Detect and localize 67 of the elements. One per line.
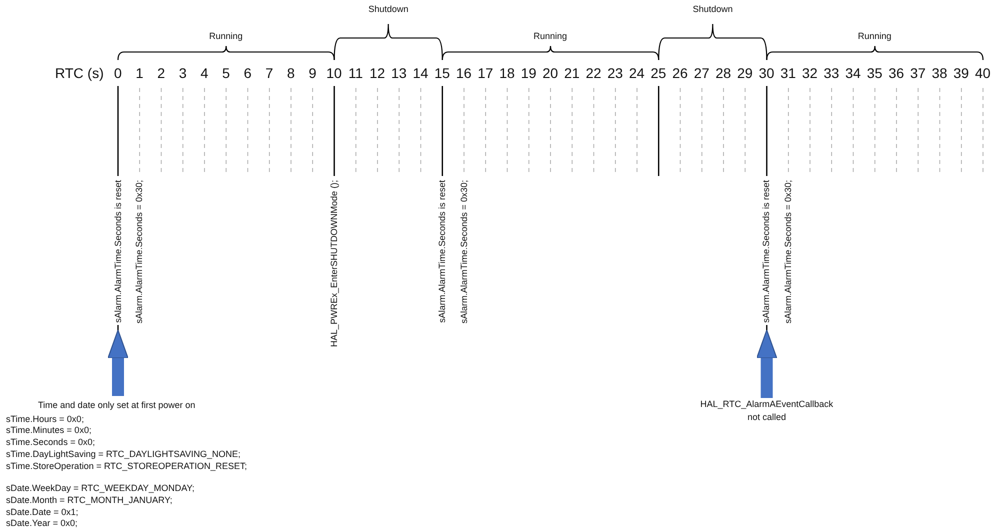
phase-label: Running — [858, 32, 892, 41]
tick-label: 24 — [629, 66, 645, 80]
phase-label: Running — [534, 32, 568, 41]
tick-label: 39 — [953, 66, 969, 80]
code-line: sDate.WeekDay = RTC_WEEKDAY_MONDAY; — [6, 483, 196, 495]
tick-label: 34 — [845, 66, 861, 80]
code-line: sTime.StoreOperation = RTC_STOREOPERATION_RESET; — [6, 460, 248, 472]
code-annotation: sAlarm.AlarmTime.Seconds = 0x30; — [135, 178, 144, 326]
tick-label: 4 — [200, 66, 208, 80]
note-text: HAL_RTC_AlarmAEventCallback not called — [699, 398, 834, 424]
tick-label: 17 — [478, 66, 494, 80]
tick-label: 11 — [348, 66, 363, 80]
tick-label: 5 — [222, 66, 230, 80]
tick-label: 32 — [802, 66, 818, 80]
tick-label: 21 — [564, 66, 580, 80]
code-line: sDate.Month = RTC_MONTH_JANUARY; — [6, 494, 174, 507]
phase-label: Running — [209, 32, 243, 41]
code-annotation: sAlarm.AlarmTime.Seconds is reset — [438, 178, 447, 325]
code-line: sTime.DayLightSaving = RTC_DAYLIGHTSAVING_NONE; — [6, 448, 242, 461]
arrow — [108, 330, 128, 396]
tick-label: 10 — [326, 66, 342, 80]
tick-label: 19 — [520, 66, 536, 80]
code-line: sDate.Date = 0x1; — [6, 506, 80, 518]
tick-label: 31 — [780, 66, 796, 80]
axis-label: RTC (s) — [55, 66, 104, 80]
tick-label: 23 — [607, 66, 623, 80]
phase-label: Shutdown — [368, 5, 408, 14]
tick-label: 3 — [178, 66, 187, 80]
tick-label: 9 — [308, 66, 316, 80]
tick-label: 28 — [716, 66, 732, 80]
code-annotation: sAlarm.AlarmTime.Seconds is reset — [114, 178, 122, 325]
tick-label: 2 — [157, 66, 166, 80]
tick-label: 40 — [975, 66, 991, 80]
tick-label: 27 — [694, 66, 710, 80]
tick-label: 16 — [456, 66, 472, 80]
code-line: sTime.Seconds = 0x0; — [6, 437, 96, 449]
tick-label: 35 — [866, 66, 882, 80]
tick-label: 36 — [888, 66, 904, 80]
code-annotation: sAlarm.AlarmTime.Seconds = 0x30; — [784, 178, 793, 326]
tick-label: 18 — [499, 66, 515, 80]
tick-label: 1 — [136, 66, 144, 80]
tick-label: 12 — [370, 66, 386, 80]
tick-label: 7 — [265, 66, 274, 80]
phase-label: Shutdown — [692, 5, 733, 14]
tick-label: 38 — [932, 66, 948, 80]
code-line: sDate.Year = 0x0; — [6, 518, 78, 528]
tick-label: 8 — [287, 66, 295, 80]
code-line: sTime.Minutes = 0x0; — [6, 425, 92, 438]
tick-label: 25 — [650, 66, 666, 80]
tick-label: 22 — [586, 66, 602, 80]
note-heading: Time and date only set at first power on — [37, 400, 196, 412]
tick-label: 30 — [758, 66, 774, 80]
tick-label: 14 — [412, 66, 428, 80]
tick-label: 20 — [542, 66, 558, 80]
tick-label: 13 — [391, 66, 407, 80]
tick-label: 6 — [244, 66, 252, 80]
code-annotation: sAlarm.AlarmTime.Seconds is reset — [762, 178, 772, 325]
code-annotation: HAL_PWREx_EnterSHUTDOWNMode (); — [330, 178, 339, 350]
tick-label: 33 — [824, 66, 840, 80]
tick-label: 15 — [434, 66, 450, 80]
code-annotation: sAlarm.AlarmTime.Seconds = 0x30; — [460, 178, 468, 326]
tick-label: 26 — [672, 66, 688, 80]
arrow — [756, 330, 778, 398]
code-line: sTime.Hours = 0x0; — [6, 414, 85, 426]
tick-label: 37 — [910, 66, 926, 80]
tick-label: 0 — [114, 66, 122, 80]
tick-label: 29 — [737, 66, 753, 80]
